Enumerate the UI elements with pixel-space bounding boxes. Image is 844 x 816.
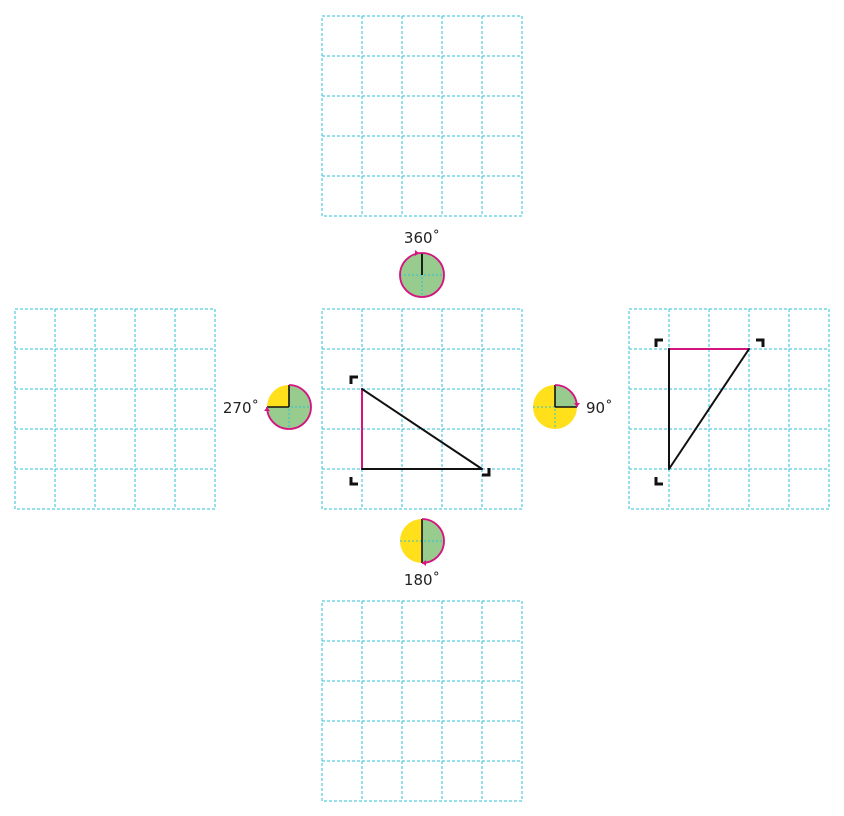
vertex-marker xyxy=(756,338,765,347)
grid-bottom xyxy=(321,600,523,802)
vertex-marker xyxy=(349,375,358,384)
rotation-arrow-head xyxy=(264,407,270,412)
rotation-dial-360 xyxy=(399,250,445,298)
label-180: 180˚ xyxy=(404,571,440,589)
rotation-dial-270 xyxy=(264,384,312,430)
dial-ring xyxy=(266,384,312,430)
grid-border xyxy=(321,600,523,802)
vertex-marker xyxy=(349,477,358,486)
vertex-marker xyxy=(654,477,663,486)
grid-border xyxy=(14,308,216,510)
triangle-rotated-90 xyxy=(654,338,765,486)
vertex-marker xyxy=(654,338,663,347)
grid-left xyxy=(14,308,216,510)
grid-border xyxy=(321,308,523,510)
rotation-dial-180 xyxy=(400,518,445,566)
dial-sector xyxy=(555,385,577,407)
triangle-edge xyxy=(361,388,483,470)
grid-border xyxy=(628,308,830,510)
label-360: 360˚ xyxy=(404,229,440,247)
dial-ring xyxy=(421,518,445,564)
rotation-arrow-head xyxy=(574,402,580,407)
rotation-arrow-head xyxy=(414,250,419,256)
grid-border xyxy=(321,15,523,217)
vertex-marker xyxy=(482,468,491,477)
triangle-edge xyxy=(668,348,750,470)
label-270: 270˚ xyxy=(223,399,259,417)
triangle-original xyxy=(349,375,491,486)
dial-ring xyxy=(399,252,445,298)
rotation-arrow-head xyxy=(422,560,427,566)
label-90: 90˚ xyxy=(586,399,613,417)
grid-top xyxy=(321,15,523,217)
rotation-dial-90 xyxy=(533,384,580,429)
